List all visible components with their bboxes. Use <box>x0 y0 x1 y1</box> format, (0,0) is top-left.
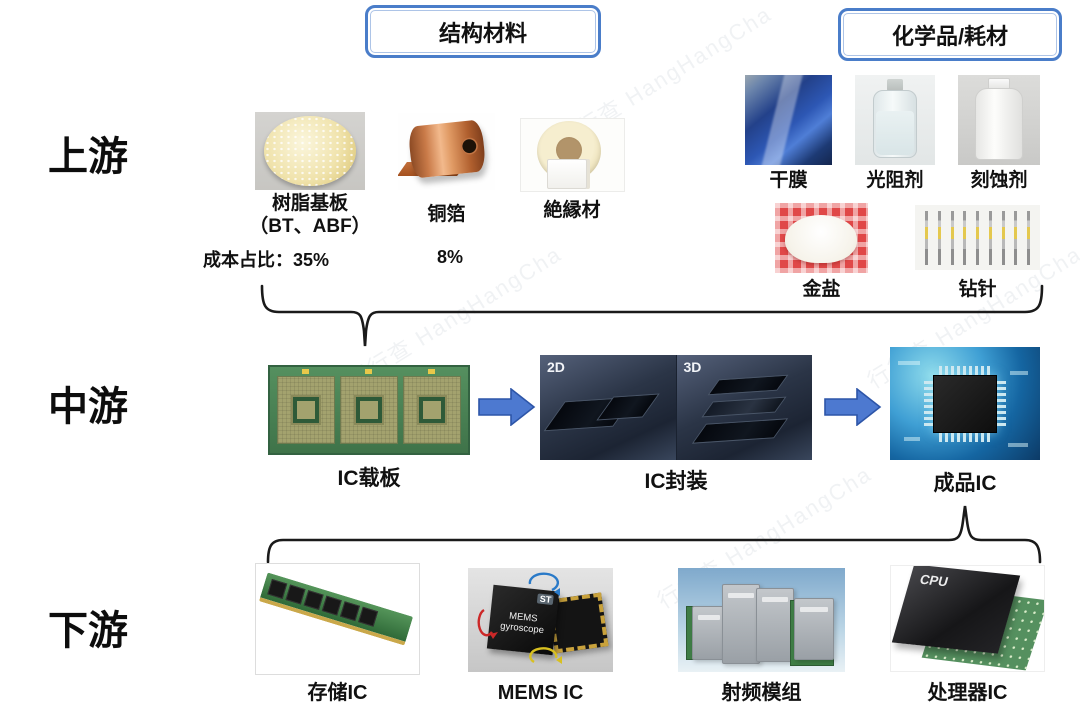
drill-pin-label: 钻针 <box>958 279 997 300</box>
photoresist-label: 光阻剂 <box>866 170 924 191</box>
mems-ic-image: ST MEMS gyroscope <box>468 568 613 672</box>
resin-label-line2: （BT、ABF） <box>249 215 371 237</box>
packaging-2d-half: 2D <box>540 355 676 460</box>
photoresist-image <box>855 75 935 165</box>
etchant-image <box>958 75 1040 165</box>
structural-materials-label: 结构材料 <box>438 20 527 46</box>
structural-materials-box: 结构材料 <box>365 5 601 58</box>
processor-ic-image: CPU <box>890 565 1045 672</box>
bottle-cap <box>887 79 903 91</box>
copper-foil-image <box>398 113 495 190</box>
ic-packaging-label: IC封装 <box>644 470 708 493</box>
gold-salt-label: 金盐 <box>802 279 841 300</box>
bottle-liquid <box>876 111 914 155</box>
substrate-panel <box>277 369 335 444</box>
arrow-right-icon <box>478 388 536 426</box>
rf-module-image <box>678 568 845 672</box>
mems-ic-label: MEMS IC <box>497 682 584 704</box>
st-logo: ST <box>537 593 554 606</box>
cpu-chip-text: CPU <box>918 571 950 590</box>
tag-3d: 3D <box>683 359 702 375</box>
chip-pins <box>939 366 991 375</box>
ic-substrate-label: IC载板 <box>337 467 401 490</box>
processor-ic-label: 处理器IC <box>927 682 1008 704</box>
resin-label-line1: 树脂基板 <box>271 193 348 214</box>
memory-ic-image <box>255 563 420 675</box>
memory-ic-label: 存储IC <box>307 682 368 704</box>
gold-salt-image <box>775 203 868 273</box>
chemicals-consumables-box: 化学品/耗材 <box>838 8 1062 61</box>
insulation-label: 絶縁材 <box>543 200 601 221</box>
dry-film-label: 干膜 <box>769 170 808 191</box>
packaging-3d-half: 3D <box>675 355 812 460</box>
qfp-chip <box>933 375 997 433</box>
downstream-brace <box>266 505 1042 564</box>
resin-granules <box>264 116 356 186</box>
chip-pins <box>924 381 933 427</box>
cpu-chip: CPU <box>891 566 1021 654</box>
resin-label: 树脂基板 （BT、ABF） <box>230 193 390 239</box>
substrate-panel <box>403 369 461 444</box>
bottle-body <box>975 88 1023 160</box>
drill-pins-image <box>915 205 1040 270</box>
insulation-roll-image <box>520 118 625 192</box>
etchant-label: 刻蚀剂 <box>970 170 1028 191</box>
bottle-body <box>873 90 917 158</box>
copper-roll <box>407 119 487 179</box>
ic-substrate-image <box>268 365 470 455</box>
stage-midstream-label: 中游 <box>48 385 128 429</box>
dry-film-image <box>745 75 832 165</box>
salt-pile <box>785 215 857 263</box>
stage-upstream-label: 上游 <box>48 135 128 179</box>
stage-downstream-label: 下游 <box>48 609 128 653</box>
tape-core <box>556 137 582 163</box>
ic-packaging-image: 2D 3D <box>540 355 812 460</box>
finished-ic-image <box>890 347 1040 460</box>
chemicals-consumables-label: 化学品/耗材 <box>891 23 1009 49</box>
mems-chip-text: MEMS gyroscope <box>499 610 545 637</box>
mems-gyroscope-chip: ST MEMS gyroscope <box>486 584 560 656</box>
chip-pins <box>997 381 1006 427</box>
chip-pins <box>939 433 991 442</box>
resin-cost-share: 成本占比：35% <box>203 250 330 270</box>
tape-leading-edge <box>547 159 587 189</box>
film-highlight <box>760 75 804 165</box>
ram-module <box>258 572 414 646</box>
resin-substrate-image <box>255 112 365 190</box>
arrow-right-icon <box>824 388 882 426</box>
roll-core <box>459 136 479 156</box>
copper-cost-share: 8% <box>436 247 463 267</box>
rf-module-label: 射频模组 <box>721 682 802 704</box>
finished-ic-label: 成品IC <box>933 472 997 495</box>
substrate-panel <box>340 369 398 444</box>
tag-2d: 2D <box>547 359 565 375</box>
copper-label: 铜箔 <box>427 204 466 225</box>
